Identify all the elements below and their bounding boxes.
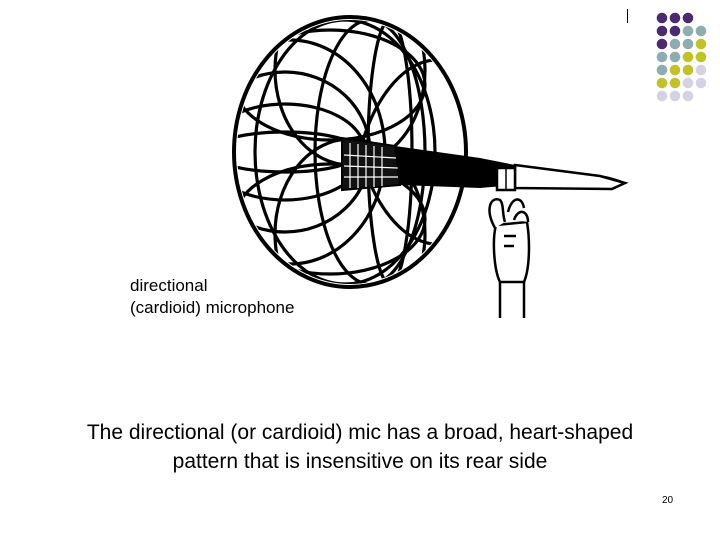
microphone-icon bbox=[341, 136, 629, 192]
page-number: 20 bbox=[662, 495, 674, 506]
image-label-line-1: directional bbox=[130, 276, 208, 295]
decorative-dot bbox=[669, 77, 681, 89]
decorative-dot bbox=[682, 90, 694, 102]
decorative-dot bbox=[669, 38, 681, 50]
decorative-dot bbox=[695, 25, 707, 37]
decorative-dot bbox=[669, 64, 681, 76]
corner-tick bbox=[627, 9, 628, 23]
decorative-dot bbox=[669, 12, 681, 24]
hand-icon bbox=[488, 198, 531, 318]
slide-caption: The directional (or cardioid) mic has a … bbox=[20, 418, 700, 476]
decorative-dot bbox=[669, 25, 681, 37]
decorative-dot bbox=[656, 64, 668, 76]
decorative-dot bbox=[656, 12, 668, 24]
decorative-dot bbox=[695, 51, 707, 63]
decorative-dot bbox=[695, 77, 707, 89]
caption-line-2: pattern that is insensitive on its rear … bbox=[172, 450, 548, 473]
decorative-dot bbox=[682, 51, 694, 63]
decorative-dot bbox=[682, 64, 694, 76]
decorative-dot bbox=[682, 12, 694, 24]
decorative-dot bbox=[682, 25, 694, 37]
decorative-dot bbox=[695, 64, 707, 76]
decorative-dot bbox=[656, 77, 668, 89]
image-label-line-2: (cardioid) microphone bbox=[130, 298, 295, 317]
decorative-dot bbox=[656, 90, 668, 102]
decorative-dot bbox=[669, 90, 681, 102]
decorative-dot bbox=[656, 25, 668, 37]
caption-line-1: The directional (or cardioid) mic has a … bbox=[86, 421, 634, 444]
decorative-dot bbox=[682, 38, 694, 50]
decorative-dot bbox=[695, 38, 707, 50]
decorative-dot bbox=[656, 51, 668, 63]
decorative-dot bbox=[656, 38, 668, 50]
decorative-dot bbox=[669, 51, 681, 63]
decorative-dot bbox=[682, 77, 694, 89]
